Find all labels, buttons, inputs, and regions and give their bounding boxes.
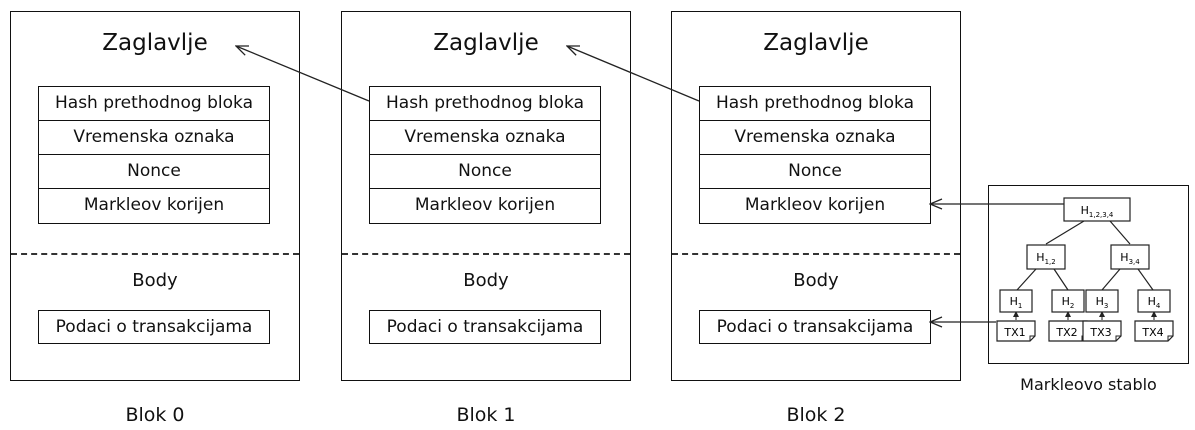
block-2: Zaglavlje Hash prethodnog bloka Vremensk… xyxy=(671,11,961,381)
field-previous-hash: Hash prethodnog bloka xyxy=(39,87,269,121)
field-timestamp: Vremenska oznaka xyxy=(700,121,930,155)
svg-text:H1: H1 xyxy=(1010,295,1023,310)
svg-text:H4: H4 xyxy=(1148,295,1161,310)
header-title: Zaglavlje xyxy=(763,30,869,56)
svg-text:H1,2,3,4: H1,2,3,4 xyxy=(1081,204,1114,219)
transaction-data-box: Podaci o transakcijama xyxy=(38,310,270,344)
hash-pointer-arrow-1-to-0 xyxy=(236,46,370,102)
leaf-hash-arrows xyxy=(1013,311,1157,320)
field-nonce: Nonce xyxy=(39,155,269,189)
merkle-leaf-h4: H4 xyxy=(1137,289,1171,313)
body-title: Body xyxy=(793,270,839,291)
header-title: Zaglavlje xyxy=(433,30,539,56)
svg-text:H3,4: H3,4 xyxy=(1120,251,1140,266)
field-nonce: Nonce xyxy=(370,155,600,189)
merkle-tree-panel xyxy=(988,185,1189,364)
merkle-leaf-h3: H3 xyxy=(1085,289,1119,313)
merkle-leaf-h1: H1 xyxy=(999,289,1033,313)
body-title: Body xyxy=(132,270,178,291)
svg-text:H2: H2 xyxy=(1062,295,1075,310)
field-previous-hash: Hash prethodnog bloka xyxy=(370,87,600,121)
transaction-tx1: TX1 xyxy=(996,320,1036,342)
header-body-divider xyxy=(672,253,960,255)
svg-text:H3: H3 xyxy=(1096,295,1109,310)
merkle-tree-edges xyxy=(1016,220,1154,291)
field-timestamp: Vremenska oznaka xyxy=(39,121,269,155)
header-body-divider xyxy=(11,253,299,255)
merkle-root-node: H1,2,3,4 xyxy=(1063,197,1131,222)
field-merkle-root: Markleov korijen xyxy=(83,195,225,215)
svg-text:TX4: TX4 xyxy=(1141,326,1163,339)
header-fields: Hash prethodnog bloka Vremenska oznaka N… xyxy=(369,86,601,224)
svg-text:TX1: TX1 xyxy=(1003,326,1025,339)
svg-text:TX2: TX2 xyxy=(1055,326,1077,339)
header-title: Zaglavlje xyxy=(102,30,208,56)
field-merkle-root: Markleov korijen xyxy=(744,195,886,215)
merkle-tree-caption: Markleovo stablo xyxy=(1020,375,1157,394)
svg-text:H1,2: H1,2 xyxy=(1036,251,1055,266)
field-timestamp: Vremenska oznaka xyxy=(370,121,600,155)
block-label: Blok 1 xyxy=(456,404,516,426)
block-label: Blok 0 xyxy=(125,404,185,426)
header-body-divider xyxy=(342,253,630,255)
svg-text:TX3: TX3 xyxy=(1089,326,1111,339)
merkle-node-h12: H1,2 xyxy=(1026,244,1066,270)
header-fields: Hash prethodnog bloka Vremenska oznaka N… xyxy=(699,86,931,224)
merkle-leaf-h2: H2 xyxy=(1051,289,1085,313)
merkle-node-h34: H3,4 xyxy=(1110,244,1150,270)
body-title: Body xyxy=(463,270,509,291)
field-merkle-root: Markleov korijen xyxy=(414,195,556,215)
transaction-tx4: TX4 xyxy=(1134,320,1174,342)
block-0: Zaglavlje Hash prethodnog bloka Vremensk… xyxy=(10,11,300,381)
field-nonce: Nonce xyxy=(700,155,930,189)
block-1: Zaglavlje Hash prethodnog bloka Vremensk… xyxy=(341,11,631,381)
block-label: Blok 2 xyxy=(786,404,846,426)
transaction-tx2: TX2 xyxy=(1048,320,1088,342)
transaction-tx3: TX3 xyxy=(1082,320,1122,342)
hash-pointer-arrow-2-to-1 xyxy=(567,46,700,102)
field-previous-hash: Hash prethodnog bloka xyxy=(700,87,930,121)
header-fields: Hash prethodnog bloka Vremenska oznaka N… xyxy=(38,86,270,224)
transaction-data-box: Podaci o transakcijama xyxy=(369,310,601,344)
